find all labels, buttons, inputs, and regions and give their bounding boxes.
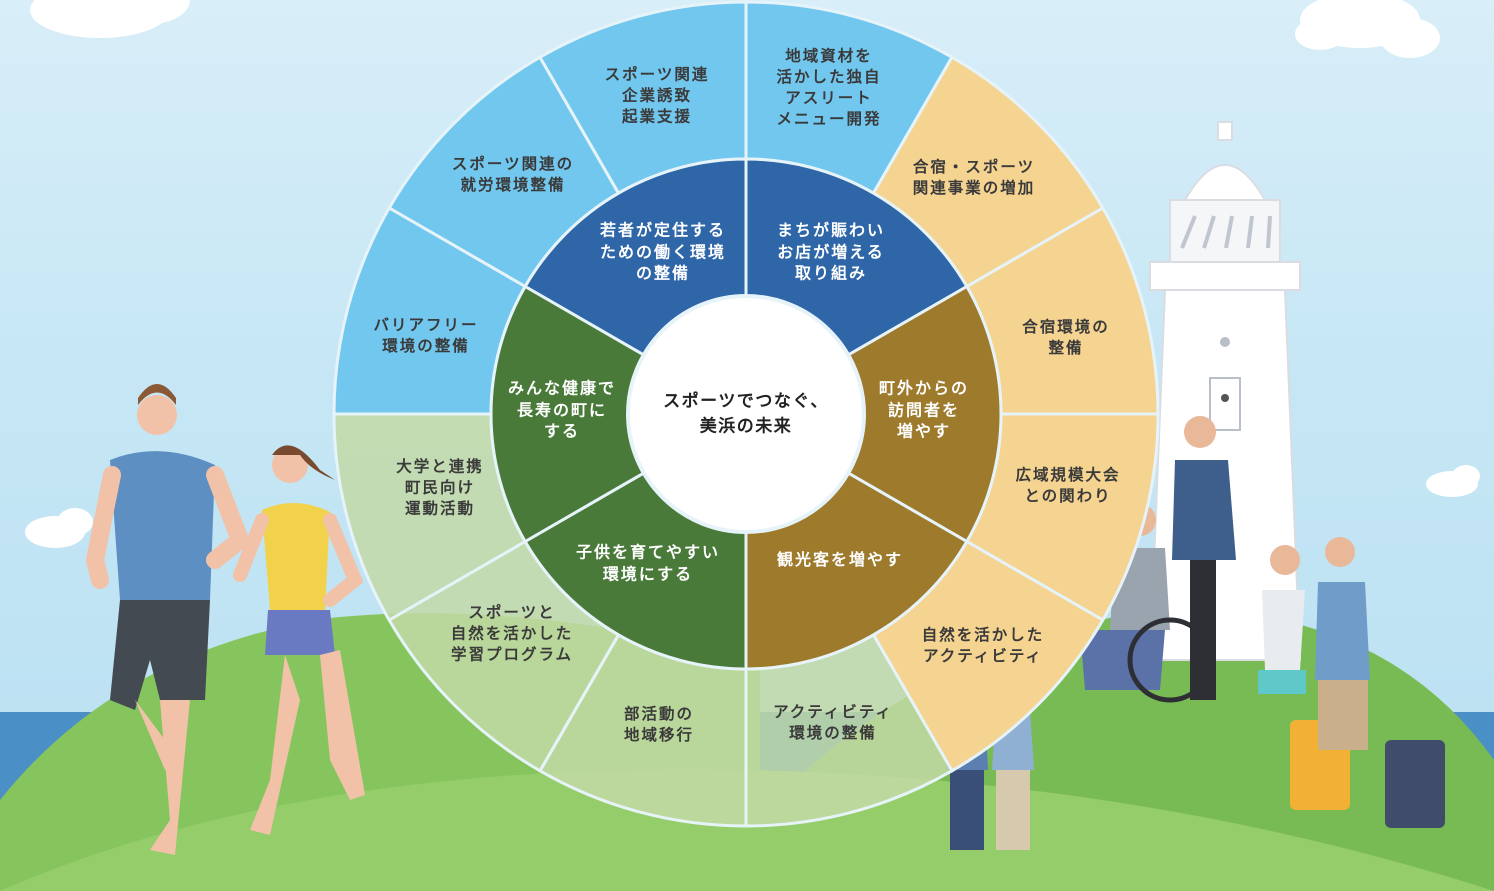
front-hill bbox=[0, 769, 1494, 891]
cloud-icon bbox=[25, 508, 93, 548]
outer-label-athlete-menu: 地域資材を 活かした独自 アスリート メニュー開発 bbox=[776, 47, 882, 128]
outer-label-university: 大学と連携 町民向け 運動活動 bbox=[396, 457, 484, 518]
inner-label-youth-work: 若者が定住する ための働く環境 の整備 bbox=[599, 220, 727, 283]
outer-label-camp-environment: 合宿環境の 整備 bbox=[1022, 318, 1110, 357]
center-circle bbox=[626, 294, 866, 534]
outer-label-camp-business: 合宿・スポーツ 関連事業の増加 bbox=[912, 158, 1036, 197]
outer-label-club-transition: 部活動の 地域移行 bbox=[623, 705, 695, 744]
inner-label-lively-town: まちが賑わい お店が増える 取り組み bbox=[776, 220, 886, 283]
cloud-icon bbox=[30, 0, 190, 38]
cloud-icon bbox=[1295, 0, 1440, 58]
outer-label-barrier-free: バリアフリー 環境の整備 bbox=[373, 316, 479, 355]
outer-label-sports-companies: スポーツ関連 企業誘致 起業支援 bbox=[604, 65, 710, 126]
runner-woman-icon bbox=[233, 445, 365, 835]
inner-label-visitors: 町外からの 訪問者を 増やす bbox=[878, 378, 970, 441]
center-title: スポーツでつなぐ、 美浜の未来 bbox=[663, 391, 829, 436]
inner-label-health: みんな健康で 長寿の町に する bbox=[507, 378, 617, 441]
outer-label-learning-program: スポーツと 自然を活かした 学習プログラム bbox=[450, 603, 574, 664]
inner-label-child-rearing: 子供を育てやすい 環境にする bbox=[575, 542, 721, 583]
runner-man-icon bbox=[85, 384, 251, 855]
cloud-icon bbox=[1426, 465, 1480, 497]
outer-label-sports-jobs: スポーツ関連の 就労環境整備 bbox=[451, 155, 575, 194]
outer-label-activity-environment: アクティビティ 環境の整備 bbox=[773, 703, 893, 742]
outer-label-nature-activities: 自然を活かした アクティビティ bbox=[921, 626, 1045, 665]
outer-label-regional-events: 広域規模大会 との関わり bbox=[1015, 466, 1121, 505]
inner-label-tourists: 観光客を増やす bbox=[776, 550, 904, 570]
